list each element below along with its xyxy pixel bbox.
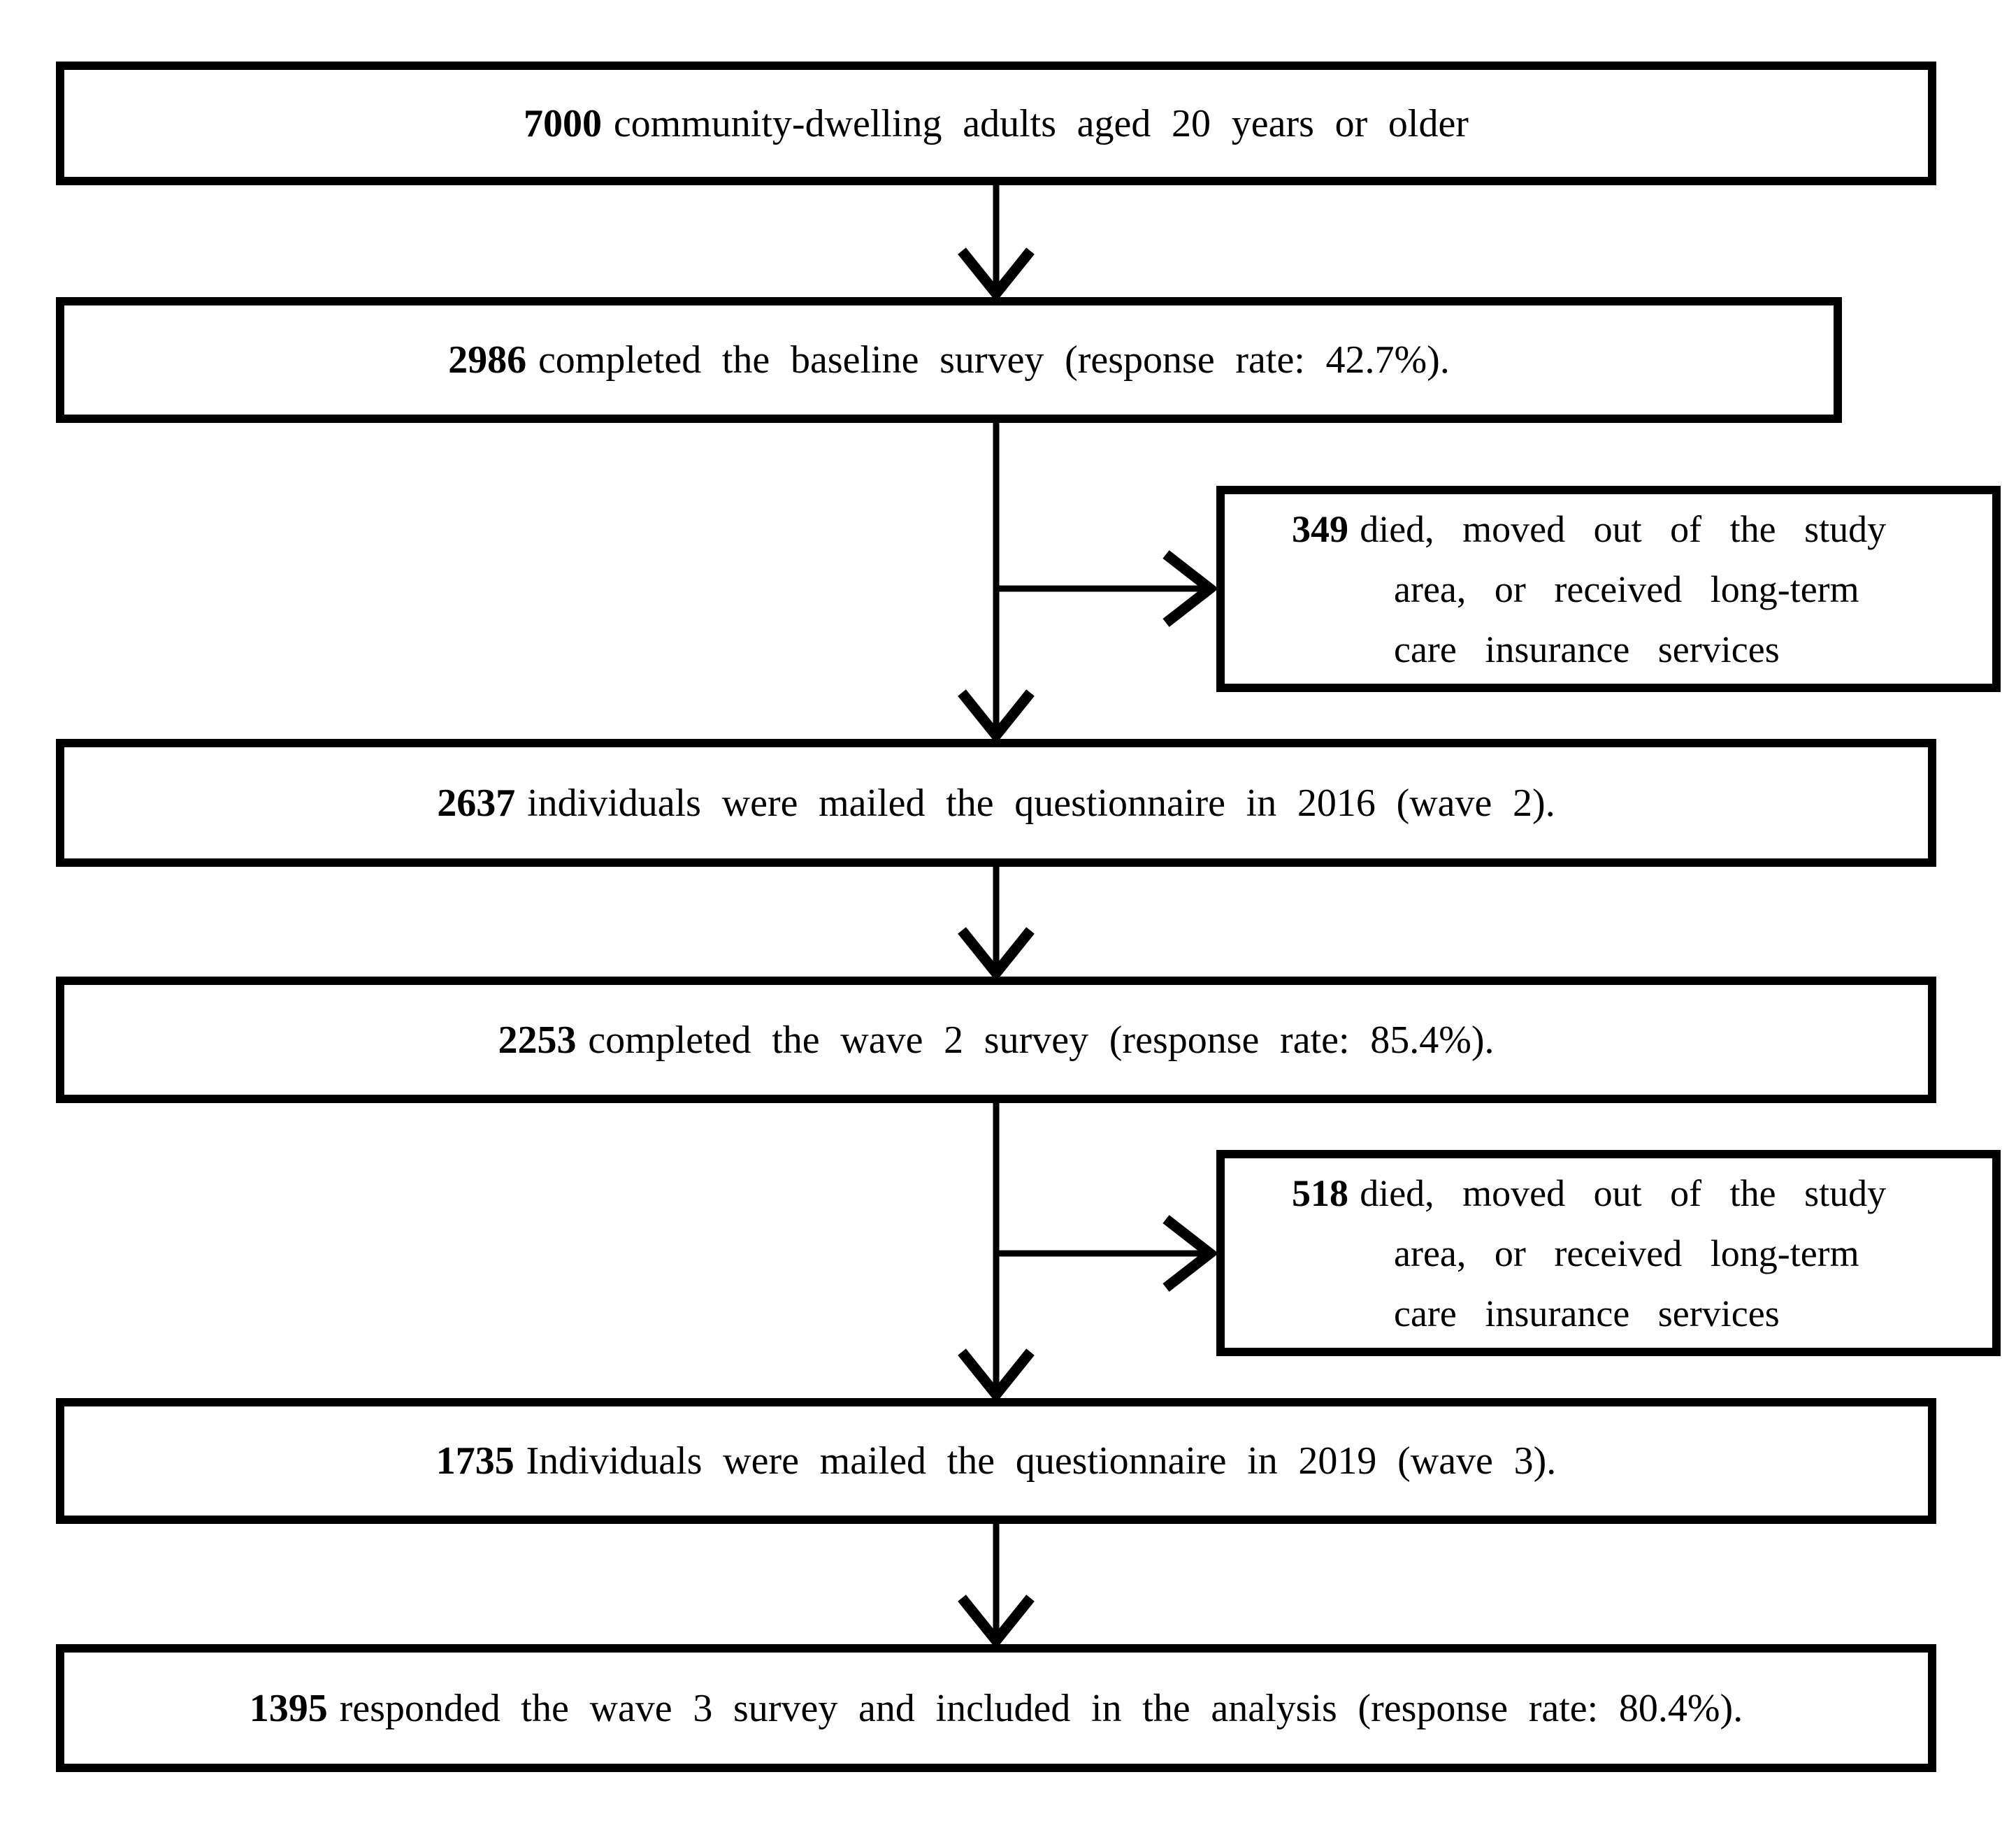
exclusion-line-1: 349 died, moved out of the study — [1292, 499, 1978, 559]
branch-arrow-exclusion-2 — [996, 1215, 1219, 1292]
arrow-baseline-to-wave2mailed — [958, 422, 1035, 744]
exclusion-line-3: care insurance services — [1394, 1292, 1780, 1334]
excluded-count: 349 — [1292, 508, 1348, 550]
box-label: completed the baseline survey (response … — [538, 338, 1450, 382]
box-label: Individuals were mailed the questionnair… — [526, 1439, 1557, 1483]
arrow-wave2completed-to-wave3mailed — [958, 1102, 1035, 1403]
arrow-wave2mailed-to-wave2completed — [958, 865, 1035, 981]
participant-count: 1395 — [249, 1686, 328, 1730]
branch-arrow-exclusion-1 — [996, 550, 1219, 627]
box-label: community-dwelling adults aged 20 years … — [613, 101, 1469, 145]
box-exclusion-after-baseline: 349 died, moved out of the study area, or… — [1216, 486, 2001, 692]
exclusion-line-2: area, or received long-term — [1394, 1232, 1859, 1274]
participant-count: 2253 — [498, 1018, 577, 1062]
box-label: individuals were mailed the questionnair… — [527, 781, 1555, 825]
box-label: completed the wave 2 survey (response ra… — [588, 1018, 1495, 1062]
exclusion-text: died, moved out of the study — [1360, 1172, 1887, 1214]
exclusion-line-3: care insurance services — [1394, 628, 1780, 670]
exclusion-line-1: 518 died, moved out of the study — [1292, 1163, 1978, 1223]
excluded-count: 518 — [1292, 1172, 1348, 1214]
box-wave3-mailed: 1735 Individuals were mailed the question… — [56, 1398, 1936, 1524]
exclusion-text: died, moved out of the study — [1360, 508, 1887, 550]
exclusion-line-2: area, or received long-term — [1394, 568, 1859, 610]
participant-count: 7000 — [524, 101, 603, 145]
participant-count: 2637 — [437, 781, 516, 825]
box-exclusion-after-wave2: 518 died, moved out of the study area, or… — [1216, 1150, 2001, 1356]
box-label: responded the wave 3 survey and included… — [339, 1686, 1743, 1730]
participant-count: 2986 — [448, 338, 527, 382]
arrow-wave3mailed-to-analyzed — [958, 1523, 1035, 1649]
participant-count: 1735 — [435, 1439, 514, 1483]
arrow-eligible-to-baseline — [958, 184, 1035, 302]
